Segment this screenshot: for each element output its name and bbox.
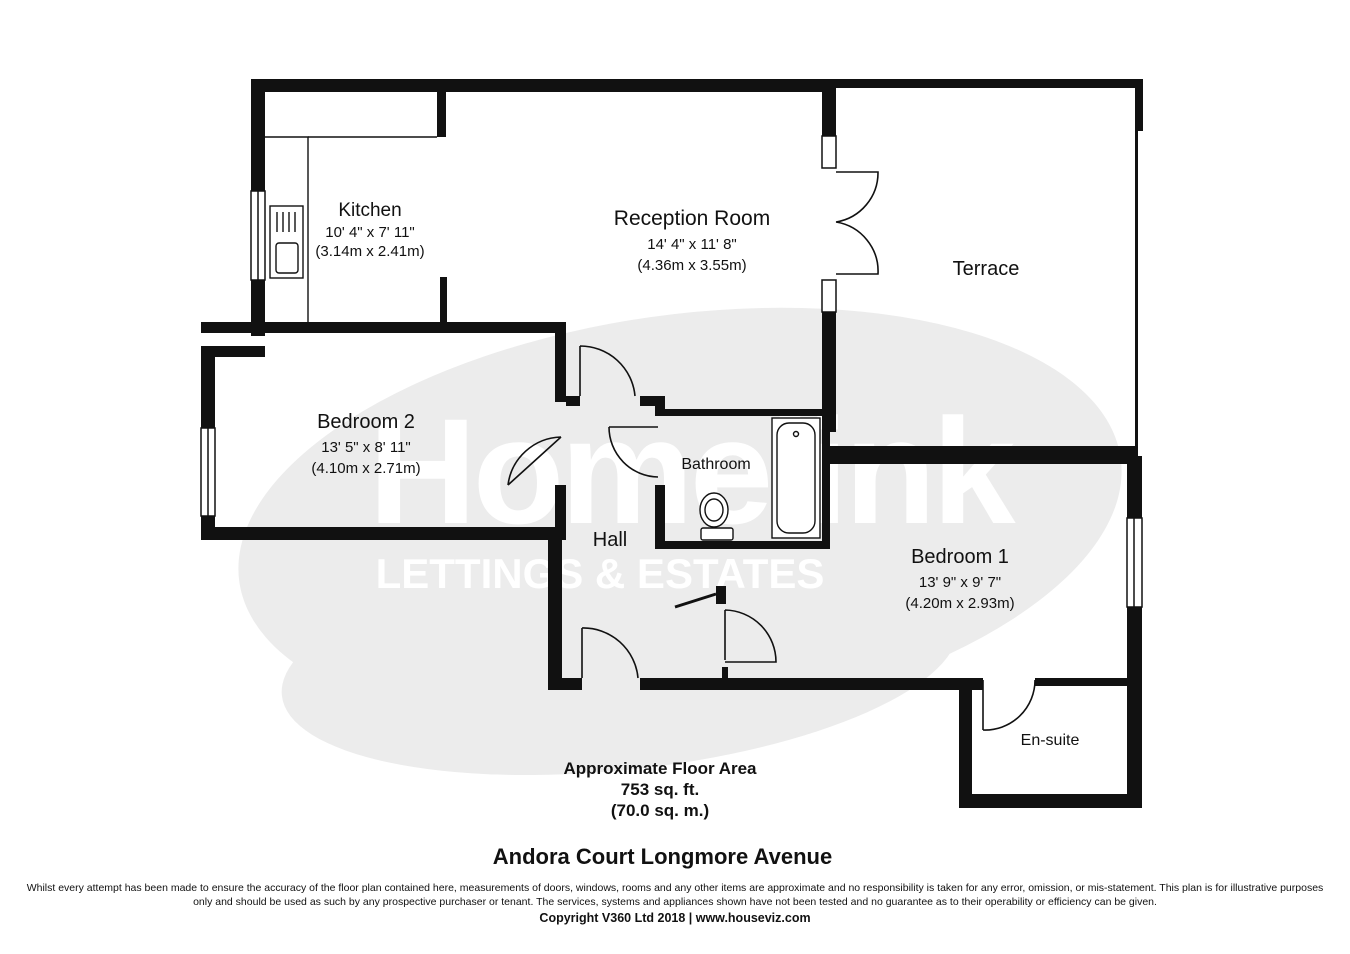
- watermark-ellipse-lower: [281, 544, 959, 776]
- fixtures: [265, 136, 821, 541]
- disclaimer: Whilst every attempt has been made to en…: [26, 882, 1324, 908]
- hall-name: Hall: [593, 529, 627, 551]
- terrace-window-bottom: [821, 279, 837, 313]
- bedroom2-imperial: 13' 5" x 8' 11": [321, 439, 411, 456]
- floor-area-sqft: 753 sq. ft.: [620, 780, 700, 799]
- kitchen-name: Kitchen: [338, 200, 401, 221]
- bedroom2-metric: (4.10m x 2.71m): [311, 460, 420, 477]
- hall-reception-door: [579, 345, 636, 397]
- bedroom1-name: Bedroom 1: [911, 546, 1009, 568]
- reception-name: Reception Room: [614, 207, 770, 230]
- bedroom2-door: [507, 436, 562, 486]
- floor-area: Approximate Floor Area 753 sq. ft. (70.0…: [460, 758, 860, 821]
- bedroom2-name: Bedroom 2: [317, 411, 415, 433]
- bathroom-name: Bathroom: [681, 456, 750, 473]
- windows: [200, 135, 1143, 608]
- reception-metric: (4.36m x 3.55m): [637, 257, 746, 274]
- room-labels: Kitchen 10' 4" x 7' 11" (3.14m x 2.41m) …: [311, 200, 1079, 749]
- floor-area-label: Approximate Floor Area: [563, 759, 757, 778]
- doors: [507, 171, 1036, 731]
- cupboard-door: [724, 609, 777, 663]
- entrance-door: [581, 627, 639, 679]
- walls: [201, 79, 1143, 808]
- floor-area-sqm: (70.0 sq. m.): [610, 801, 710, 820]
- terrace-window-top: [821, 135, 837, 169]
- bedroom1-metric: (4.20m x 2.93m): [905, 595, 1014, 612]
- watermark-tagline: LETTINGS & ESTATES: [376, 550, 825, 597]
- ensuite-door: [982, 679, 1036, 731]
- copyright: Copyright V360 Ltd 2018 | www.houseviz.c…: [539, 911, 811, 925]
- reception-imperial: 14' 4" x 11' 8": [647, 236, 737, 253]
- terrace-door: [835, 171, 879, 275]
- kitchen-metric: (3.14m x 2.41m): [315, 243, 424, 260]
- property-title: Andora Court Longmore Avenue: [492, 844, 833, 869]
- bathroom-door: [608, 426, 659, 478]
- kitchen-imperial: 10' 4" x 7' 11": [325, 224, 415, 241]
- terrace-name: Terrace: [953, 258, 1020, 280]
- bedroom1-imperial: 13' 9" x 9' 7": [919, 574, 1001, 591]
- ensuite-name: En-suite: [1021, 732, 1080, 749]
